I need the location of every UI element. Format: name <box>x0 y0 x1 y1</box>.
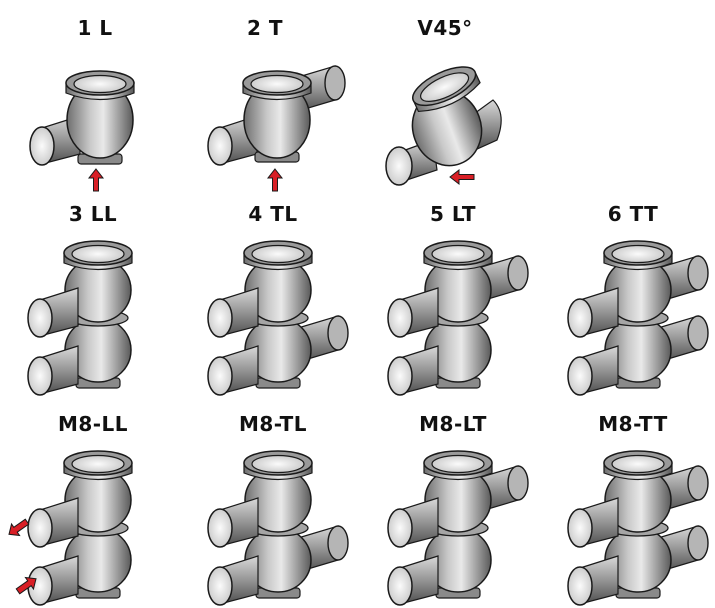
fitting-drawing <box>387 240 529 396</box>
diagonal-down-left-arrow-icon <box>8 518 30 537</box>
fitting-drawing <box>207 240 349 396</box>
fitting-label: 2 T <box>246 16 284 40</box>
fitting-drawing <box>27 240 133 396</box>
fitting-m8-lt: M8-LT <box>378 410 529 606</box>
fitting-5-lt: 5 LT <box>378 200 529 396</box>
fitting-label: 4 TL <box>248 202 298 226</box>
fitting-1-l: 1 L <box>20 8 170 198</box>
fitting-2-t: 2 T <box>195 8 365 198</box>
fitting-label: M8-LL <box>57 412 129 436</box>
up-arrow-icon <box>266 168 284 192</box>
fitting-2t-drawing <box>207 65 346 166</box>
fitting-drawing <box>27 450 133 606</box>
fitting-label: M8-TT <box>598 412 668 436</box>
fitting-1l-drawing <box>29 70 135 166</box>
fitting-4-tl: 4 TL <box>198 200 349 396</box>
fitting-3-ll: 3 LL <box>18 200 168 396</box>
fitting-m8-tl: M8-TL <box>198 410 349 606</box>
fitting-drawing <box>567 450 709 606</box>
fitting-label: M8-TL <box>238 412 308 436</box>
fitting-drawing <box>567 240 709 396</box>
fitting-v45: V45° <box>375 8 515 198</box>
fitting-drawing <box>387 450 529 606</box>
diagonal-up-right-arrow-icon <box>15 576 37 595</box>
up-arrow-icon <box>87 168 105 192</box>
fitting-6-tt: 6 TT <box>558 200 709 396</box>
fitting-label: 3 LL <box>68 202 118 226</box>
fitting-label: M8-LT <box>419 412 487 436</box>
fitting-label: V45° <box>417 16 473 40</box>
fitting-m8-tt: M8-TT <box>558 410 709 606</box>
left-arrow-icon <box>449 168 475 186</box>
fitting-v45-drawing <box>385 66 502 186</box>
fitting-label: 1 L <box>77 16 113 40</box>
fitting-drawing <box>207 450 349 606</box>
fitting-label: 5 LT <box>430 202 476 226</box>
fitting-label: 6 TT <box>607 202 659 226</box>
fitting-m8-ll: M8-LL <box>8 410 168 606</box>
